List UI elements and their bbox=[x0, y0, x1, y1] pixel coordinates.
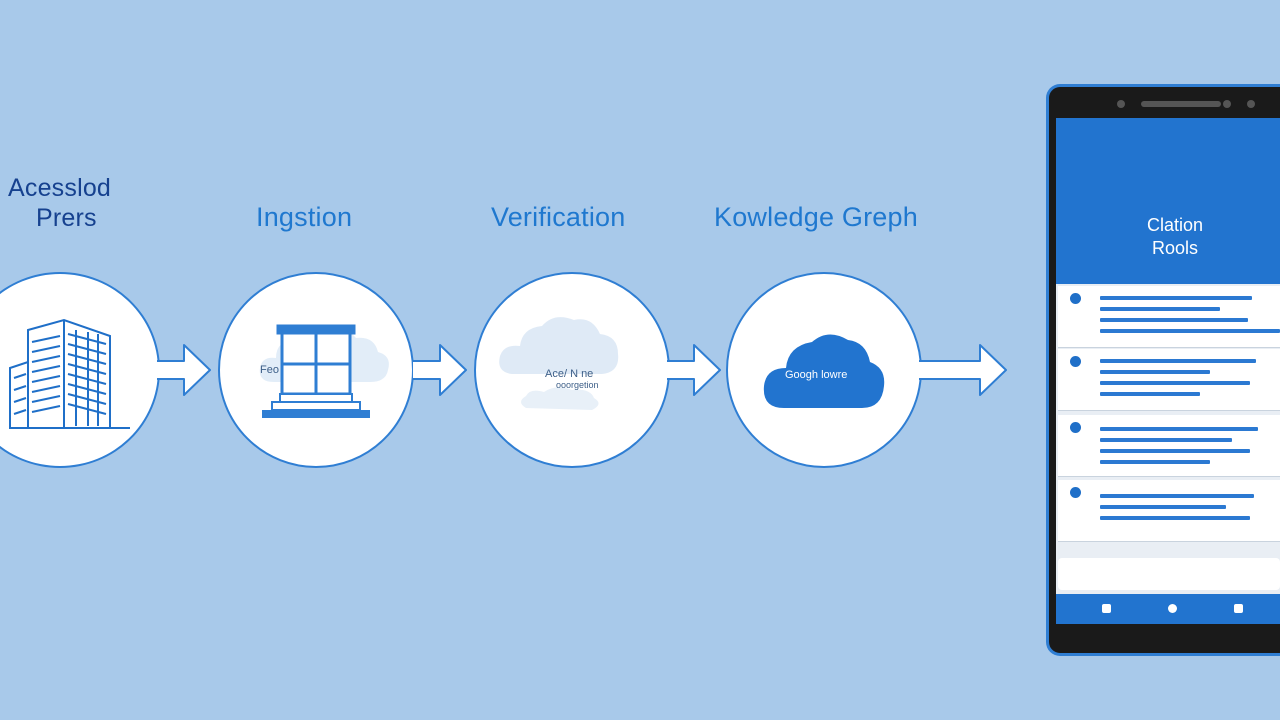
text-line bbox=[1100, 460, 1210, 464]
bullet-icon bbox=[1070, 487, 1081, 498]
stage-inner-text-verification-1: Ace/ N ne bbox=[545, 368, 594, 380]
phone-title-line2: Rools bbox=[1151, 238, 1199, 258]
bullet-icon bbox=[1070, 293, 1081, 304]
text-line bbox=[1100, 438, 1232, 442]
bullet-icon bbox=[1070, 422, 1081, 433]
phone-screen-header bbox=[1056, 118, 1280, 284]
phone-speaker-icon bbox=[1117, 100, 1255, 108]
phone-screen-title: Clation Rools bbox=[1056, 214, 1280, 260]
list-item[interactable] bbox=[1058, 415, 1280, 477]
text-line bbox=[1100, 392, 1200, 396]
nav-back-icon[interactable] bbox=[1102, 604, 1111, 613]
phone-nav-bar bbox=[1056, 594, 1280, 624]
stage-label-ingestion: Ingstion bbox=[256, 202, 353, 232]
text-line bbox=[1100, 516, 1250, 520]
building-icon bbox=[9, 318, 130, 429]
text-line bbox=[1100, 296, 1252, 300]
text-line bbox=[1100, 505, 1226, 509]
stage-inner-text-knowledge-graph: Googh lowre bbox=[785, 369, 848, 381]
flow-arrow-3 bbox=[667, 344, 721, 396]
stage-label-sources-line1: Acesslod bbox=[8, 174, 112, 202]
text-line bbox=[1100, 359, 1256, 363]
stage-circle-sources bbox=[0, 272, 160, 468]
stage-label-knowledge-graph: Kowledge Greph bbox=[714, 202, 918, 232]
text-line bbox=[1100, 449, 1250, 453]
text-line bbox=[1100, 381, 1250, 385]
stage-inner-text-ingestion: Feo bbox=[260, 364, 279, 376]
list-item[interactable] bbox=[1058, 286, 1280, 348]
flow-arrow-1 bbox=[157, 344, 211, 396]
phone-title-line1: Clation bbox=[1146, 215, 1204, 235]
stage-label-sources: Acesslod Prers bbox=[8, 173, 111, 233]
phone-input-field[interactable] bbox=[1058, 558, 1280, 590]
solid-cloud-icon bbox=[763, 334, 885, 408]
flow-arrow-4 bbox=[919, 344, 1007, 396]
cloud-icon bbox=[499, 317, 619, 410]
text-line bbox=[1100, 329, 1280, 333]
list-item[interactable] bbox=[1058, 480, 1280, 542]
stage-inner-text-verification-2: ooorgetion bbox=[556, 380, 599, 390]
nav-home-icon[interactable] bbox=[1168, 604, 1177, 613]
text-line bbox=[1100, 318, 1248, 322]
stage-label-sources-line2: Prers bbox=[36, 204, 97, 232]
text-line bbox=[1100, 494, 1254, 498]
text-line bbox=[1100, 427, 1258, 431]
text-line bbox=[1100, 370, 1210, 374]
flow-arrow-2 bbox=[413, 344, 467, 396]
nav-recents-icon[interactable] bbox=[1234, 604, 1243, 613]
text-line bbox=[1100, 307, 1220, 311]
list-item[interactable] bbox=[1058, 349, 1280, 411]
bullet-icon bbox=[1070, 356, 1081, 367]
window-icon bbox=[262, 324, 370, 418]
stage-label-verification: Verification bbox=[491, 202, 626, 232]
